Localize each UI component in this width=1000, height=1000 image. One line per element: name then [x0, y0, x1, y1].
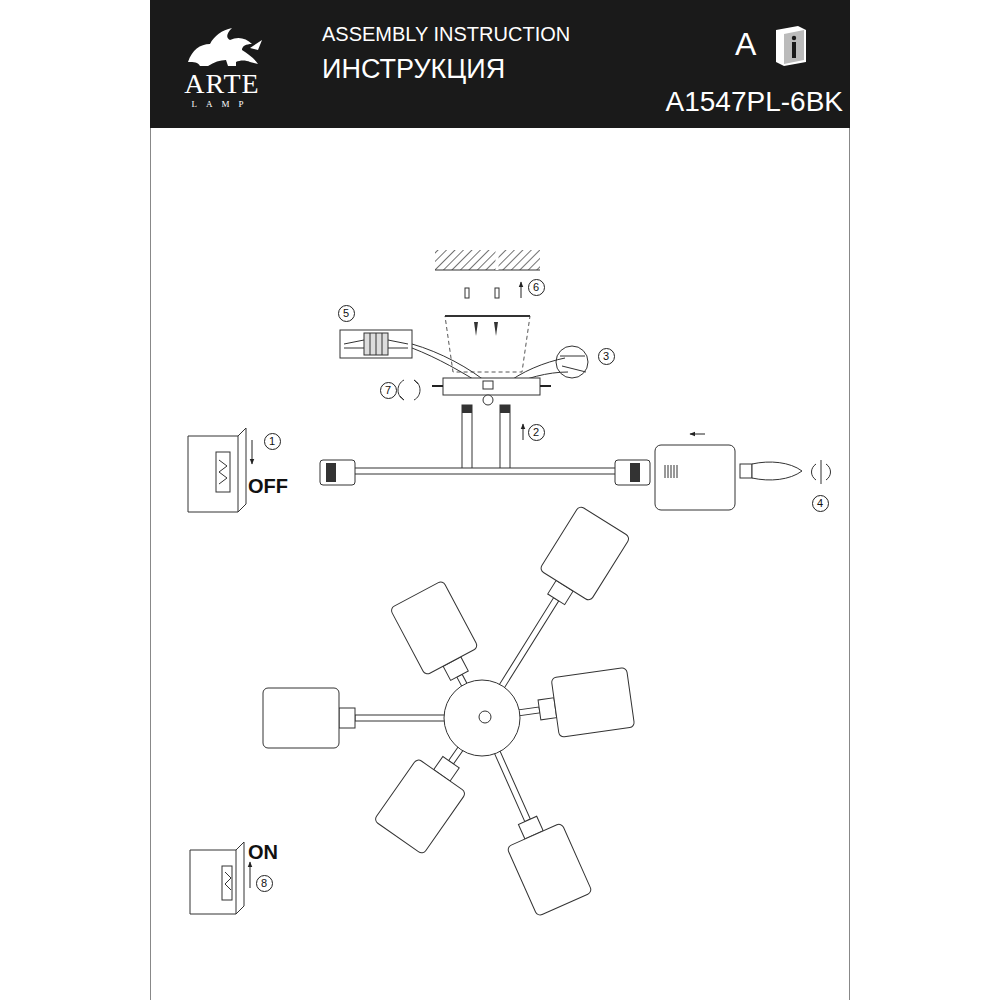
- heading-ru: ИНСТРУКЦИЯ: [322, 56, 505, 83]
- shade: [655, 434, 735, 510]
- callout-number: 1: [264, 433, 281, 450]
- direction-arrow: [521, 282, 522, 298]
- callout-number-text: 4: [817, 498, 823, 509]
- manual-icon: [776, 26, 806, 66]
- callout-number-text: 7: [385, 385, 391, 396]
- page-border: [150, 128, 151, 1000]
- callout-number-text: 3: [603, 351, 609, 362]
- logo-griffin: [188, 28, 262, 66]
- dowels: [465, 288, 499, 298]
- direction-arrow: [523, 424, 524, 440]
- switch-off: [188, 428, 252, 512]
- heading: ASSEMBLY INSTRUCTION: [322, 24, 570, 44]
- lamp-arm: [263, 688, 452, 748]
- model-number: A1547PL-6BK: [666, 88, 843, 116]
- callout-number: 5: [338, 305, 355, 322]
- callout-number: 7: [380, 382, 397, 399]
- header-bar: [150, 0, 850, 128]
- switch-state: OFF: [248, 476, 288, 496]
- callout-number: 4: [812, 495, 829, 512]
- fixture-bottom-view: [263, 505, 635, 916]
- brand-sub: LAMP: [191, 100, 252, 109]
- canopy-bar: [398, 378, 551, 405]
- callout-number-text: 1: [269, 436, 275, 447]
- page-border: [849, 128, 850, 1000]
- category-letter: A: [735, 28, 756, 60]
- lamp-arm: [508, 667, 635, 743]
- callout-number-text: 2: [533, 427, 539, 438]
- callout-number: 6: [528, 279, 545, 296]
- callout-number: 2: [528, 424, 545, 441]
- switch-state: ON: [248, 842, 278, 862]
- callout-number: 3: [598, 348, 615, 365]
- callout-number-text: 5: [343, 308, 349, 319]
- brand-name: ARTE: [184, 70, 259, 98]
- callout-number-text: 8: [261, 878, 267, 889]
- lamp-arm: [467, 733, 593, 916]
- ceiling: [435, 250, 540, 270]
- arm: [320, 460, 650, 485]
- callout-number: 8: [256, 875, 273, 892]
- callout-number-text: 6: [533, 282, 539, 293]
- terminal-block: [340, 330, 412, 358]
- posts: [462, 405, 510, 470]
- switch-on: [190, 842, 250, 914]
- bulb: [740, 460, 831, 484]
